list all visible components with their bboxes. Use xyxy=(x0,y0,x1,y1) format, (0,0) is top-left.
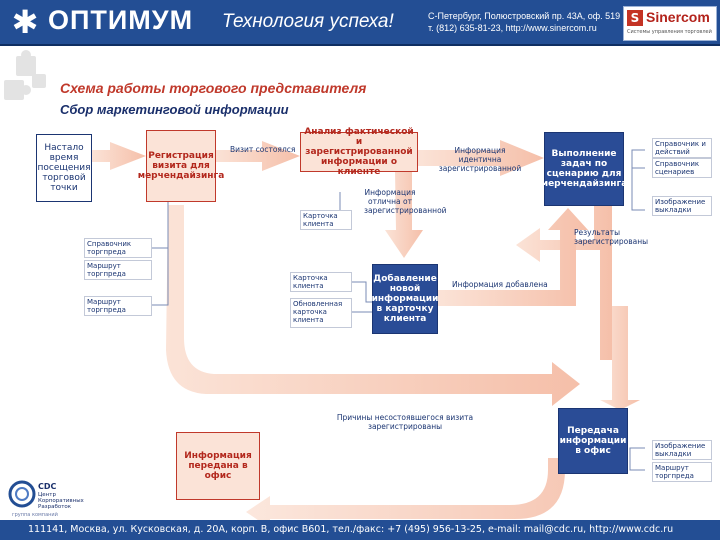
label-visit-took-place: Визит состоялся xyxy=(230,145,296,154)
puzzle-decoration-icon xyxy=(4,50,46,100)
ref-actions-directory: Справочник и действий xyxy=(652,138,712,158)
partner-name: Sinercom xyxy=(646,9,710,25)
doc-client-card-2: Карточка клиента xyxy=(290,272,352,292)
ref-sales-rep-route-3: Маршрут торгпреда xyxy=(652,462,712,482)
slogan: Технология успеха! xyxy=(222,11,394,32)
ref-sales-rep-directory: Справочник торгпреда xyxy=(84,238,152,258)
partner-logo-icon: S xyxy=(627,10,643,26)
address-line-2: т. (812) 635-81-23, http://www.sinercom.… xyxy=(428,23,597,33)
doc-updated-card: Обновленная карточка клиента xyxy=(290,298,352,328)
optimum-logo-icon: ✱ xyxy=(11,3,39,41)
ref-scenarios-directory: Справочник сценариев xyxy=(652,158,712,178)
label-info-added: Информация добавлена xyxy=(452,280,548,289)
node-perform: Выполнение задач по сценарию для мерченд… xyxy=(541,132,627,206)
partner-tagline: Системы управления торговлей xyxy=(627,29,712,35)
brand-name: ОПТИМУМ xyxy=(48,5,194,35)
node-start: Настало время посещения торговой точки xyxy=(36,134,92,202)
node-analysis: Анализ фактической и зарегистрированной … xyxy=(300,127,418,177)
label-info-identical: Информация идентична зарегистрированной xyxy=(438,146,522,173)
cdc-name: CDC xyxy=(38,482,57,491)
cdc-description: Центр Корпоративных Разработок xyxy=(38,492,84,510)
cdc-logo-icon xyxy=(8,480,36,508)
doc-client-card-1: Карточка клиента xyxy=(300,210,352,230)
node-send-office: Передача информации в офис xyxy=(558,408,628,474)
node-register: Регистрация визита для мерчендайзинга xyxy=(138,130,224,202)
partner-logo: S Sinercom Системы управления торговлей xyxy=(623,6,717,41)
ref-sales-rep-route-1: Маршрут торгпреда xyxy=(84,260,152,280)
page-subtitle: Сбор маркетинговой информации xyxy=(60,102,289,117)
ref-sales-rep-route-2: Маршрут торгпреда xyxy=(84,296,152,316)
page-title: Схема работы торгового представителя xyxy=(60,80,367,96)
address-line-1: С-Петербург, Полюстровский пр. 43А, оф. … xyxy=(428,11,621,21)
label-info-differs: Информация отлична от зарегистрированной xyxy=(364,188,447,215)
header-bar xyxy=(0,0,720,46)
node-add-info: Добавление новой информации в карточку к… xyxy=(372,264,438,334)
cdc-logo: CDC Центр Корпоративных Разработок групп… xyxy=(6,476,84,518)
cdc-subline: группа компаний xyxy=(12,512,58,518)
footer-bar: 111141, Москва, ул. Кусковская, д. 20А, … xyxy=(0,520,720,540)
label-results-registered: Результаты зарегистрированы xyxy=(574,228,649,246)
footer-contacts: 111141, Москва, ул. Кусковская, д. 20А, … xyxy=(28,524,674,535)
ref-display-image-2: Изображение выкладки xyxy=(652,440,712,460)
ref-display-image-1: Изображение выкладки xyxy=(652,196,712,216)
node-info-sent: Информация передана в офис xyxy=(176,432,260,500)
label-reasons-failed: Причины несостоявшегося визита зарегистр… xyxy=(336,413,474,431)
